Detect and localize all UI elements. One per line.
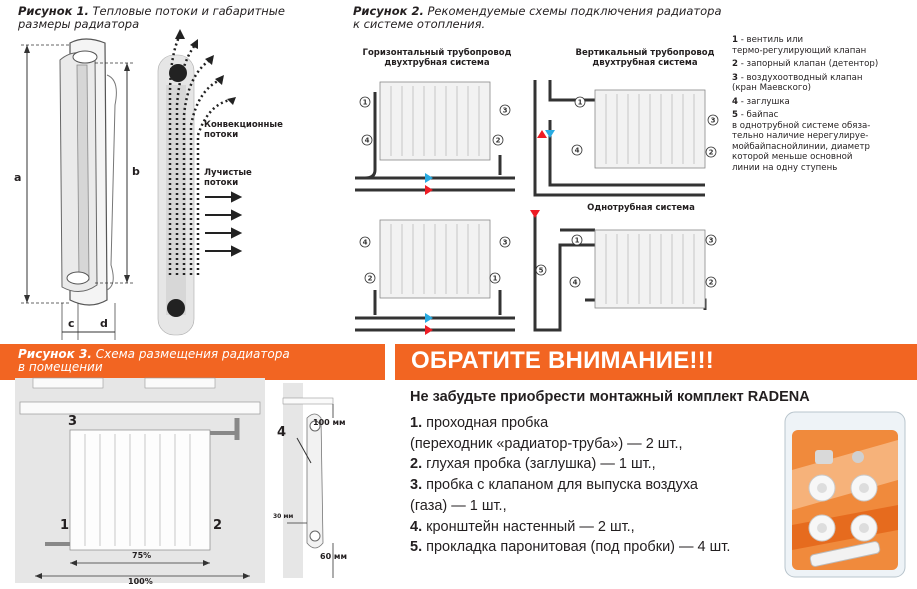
placement-num-3: 3 xyxy=(68,414,78,429)
dim-b-label: b xyxy=(132,165,140,178)
svg-text:1: 1 xyxy=(363,99,368,107)
legend-item-2: 2 - запорный клапан (детентор) xyxy=(732,59,879,69)
svg-text:3: 3 xyxy=(711,117,716,125)
dim-d-label: d xyxy=(100,317,108,330)
svg-text:2: 2 xyxy=(496,137,501,145)
svg-text:4: 4 xyxy=(365,137,370,145)
dim-100-percent: 100% xyxy=(128,577,153,586)
kit-item-3: 3. пробка с клапаном для выпуска воздуха… xyxy=(410,477,698,514)
svg-text:3: 3 xyxy=(709,237,714,245)
placement-num-4: 4 xyxy=(277,425,287,440)
svg-text:4: 4 xyxy=(575,147,580,155)
svg-text:1: 1 xyxy=(493,275,498,283)
legend-item-3: 3 - воздухоотводный клапан (кран Маевско… xyxy=(732,72,863,94)
kit-item-5: 5. прокладка паронитовая (под пробки) — … xyxy=(410,539,731,556)
notice-title: ОБРАТИТЕ ВНИМАНИЕ!!! xyxy=(411,347,715,374)
room-placement-diagram xyxy=(15,377,334,583)
dim-60-mm: 60 мм xyxy=(320,552,347,561)
notice-subtitle: Не забудьте приобрести монтажный комплек… xyxy=(410,389,810,405)
placement-num-2: 2 xyxy=(213,518,223,533)
connection-schemes: 1 3 4 2 4 3 2 1 1 3 4 2 1 3 4 2 5 xyxy=(355,80,719,335)
kit-item-4: 4. кронштейн настенный — 2 шт., xyxy=(410,518,635,535)
scheme-single-title: Однотрубная система xyxy=(587,203,695,213)
kit-item-1: 1. проходная пробка (переходник «радиато… xyxy=(410,415,683,452)
placement-num-1: 1 xyxy=(60,518,70,533)
svg-text:4: 4 xyxy=(363,239,368,247)
kit-item-2: 2. глухая пробка (заглушка) — 1 шт., xyxy=(410,456,656,473)
dim-100-mm: 100 мм xyxy=(313,418,346,427)
legend-item-4: 4 - заглушка xyxy=(732,96,790,107)
dim-a-label: a xyxy=(14,171,22,184)
svg-text:3: 3 xyxy=(503,107,508,115)
fig2-caption: Рисунок 2. Рекомендуемые схемы подключен… xyxy=(353,4,722,31)
legend-item-5: 5 - байпас в однотрубной системе обяза- … xyxy=(732,110,871,173)
mounting-kit-package xyxy=(784,411,906,578)
kit-list: 1. проходная пробка (переходник «радиато… xyxy=(410,413,780,558)
dim-75-percent: 75% xyxy=(132,551,152,560)
svg-text:3: 3 xyxy=(503,239,508,247)
radiator-side-view xyxy=(21,38,133,340)
svg-text:1: 1 xyxy=(578,99,583,107)
svg-text:1: 1 xyxy=(575,237,580,245)
svg-text:5: 5 xyxy=(539,267,544,275)
svg-text:2: 2 xyxy=(368,275,373,283)
svg-text:2: 2 xyxy=(709,149,714,157)
dim-30-mm: 30 мм xyxy=(273,513,294,520)
valve-legend: 1 - вентиль или термо-регулирующий клапа… xyxy=(732,35,912,173)
svg-text:2: 2 xyxy=(709,279,714,287)
heat-flow-diagram xyxy=(157,29,243,336)
svg-text:4: 4 xyxy=(573,279,578,287)
legend-item-1: 1 - вентиль или термо-регулирующий клапа… xyxy=(732,35,867,56)
notice-bar: ОБРАТИТЕ ВНИМАНИЕ!!! xyxy=(395,344,917,380)
dim-c-label: c xyxy=(68,317,75,330)
